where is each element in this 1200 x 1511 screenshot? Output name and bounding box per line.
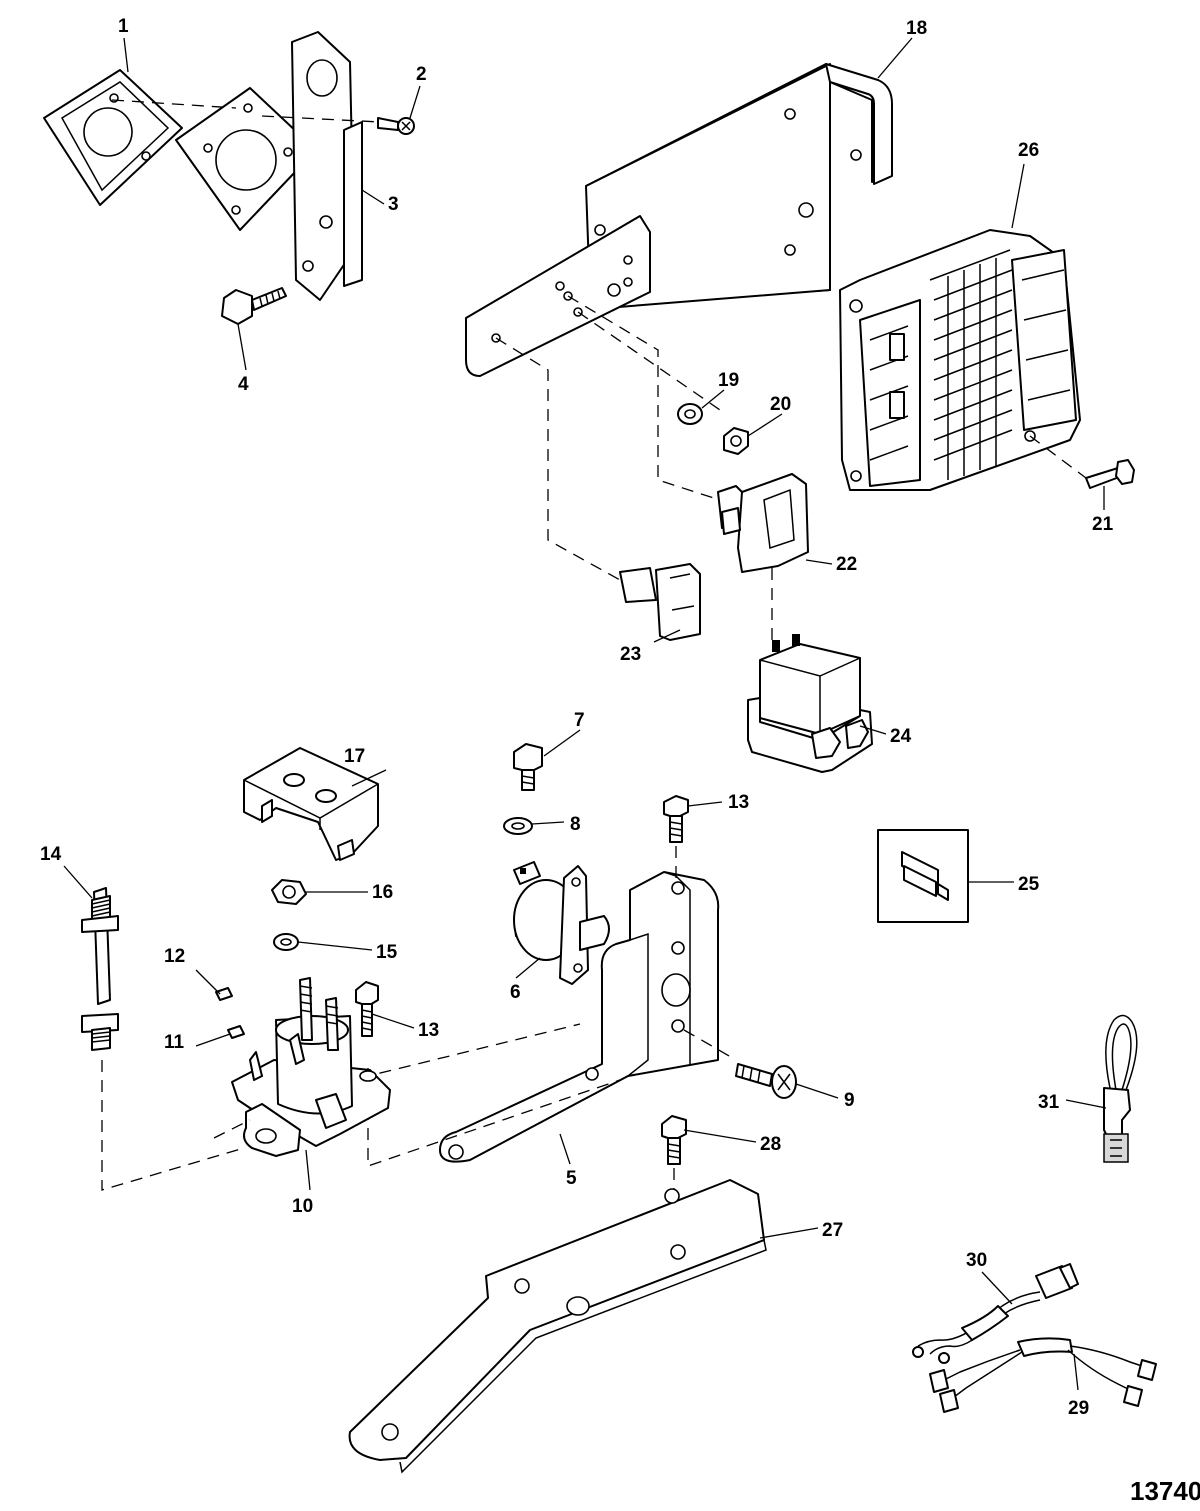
part-5-bracket (439, 871, 720, 1163)
callout-2: 2 (416, 64, 427, 85)
callout-1: 1 (118, 16, 129, 37)
assembly-line (213, 1119, 251, 1139)
part-8-lock-washer (503, 817, 533, 835)
figure-id: 13740 (1130, 1476, 1200, 1506)
callout-26: 26 (1018, 140, 1039, 161)
part-29-harness (929, 1337, 1157, 1413)
callout-13-upper: 13 (728, 792, 749, 813)
callout-25: 25 (1018, 874, 1040, 895)
callout-3: 3 (388, 194, 399, 215)
part-13-bolt-lower (355, 981, 379, 1037)
part-23-connector (619, 563, 701, 641)
callout-8: 8 (570, 814, 581, 835)
callout-6: 6 (510, 982, 521, 1003)
assembly-line (1029, 435, 1087, 479)
callout-23: 23 (620, 644, 641, 665)
assembly-line (683, 1029, 737, 1061)
callout-5: 5 (566, 1168, 577, 1189)
callout-19: 19 (718, 370, 739, 391)
part-14-stud (81, 887, 119, 1051)
part-6-switch (513, 861, 610, 985)
callout-11: 11 (164, 1032, 185, 1053)
part-7-screw (513, 743, 543, 791)
callout-labels: 1 2 3 4 5 6 7 8 9 10 11 12 13 13 14 15 1… (40, 16, 1114, 1419)
part-10-solenoid (231, 977, 391, 1157)
callout-31: 31 (1038, 1092, 1060, 1113)
callout-18: 18 (906, 18, 927, 39)
callout-30: 30 (966, 1250, 987, 1271)
part-31-jumper (1103, 1014, 1138, 1163)
part-19-washer (677, 403, 703, 425)
callout-16: 16 (372, 882, 393, 903)
mounting-plate (175, 87, 317, 231)
callout-7: 7 (574, 710, 585, 731)
part-3-bracket (291, 31, 363, 301)
leader-lines (63, 37, 1107, 1391)
callout-13-lower: 13 (418, 1020, 439, 1041)
assembly-line (495, 337, 621, 581)
callout-17: 17 (344, 746, 365, 767)
part-27-bracket (348, 1179, 767, 1474)
part-2-screw (377, 117, 415, 135)
part-9-screw (735, 1063, 797, 1099)
part-12-nut (215, 987, 233, 1001)
part-15-lock-washer (273, 933, 299, 951)
part-4-hex-bolt (221, 287, 287, 325)
part-25-fuse (877, 829, 969, 923)
part-1-gasket (43, 69, 183, 206)
assembly-line (577, 311, 721, 411)
assembly-line (111, 99, 237, 109)
part-30-harness (912, 1263, 1079, 1364)
part-22-relay-bracket (717, 473, 809, 573)
callout-9: 9 (844, 1090, 855, 1111)
part-26-control-module (839, 229, 1081, 491)
callout-21: 21 (1092, 514, 1114, 535)
callout-29: 29 (1068, 1398, 1089, 1419)
callout-12: 12 (164, 946, 185, 967)
callout-10: 10 (292, 1196, 313, 1217)
part-18-mounting-bracket (465, 63, 893, 377)
part-20-nut (723, 427, 749, 455)
callout-4: 4 (238, 374, 249, 395)
part-24-relay (747, 634, 873, 773)
callout-24: 24 (890, 726, 912, 747)
callout-22: 22 (836, 554, 857, 575)
part-11-nut (227, 1025, 245, 1039)
part-16-hex-nut (271, 879, 307, 905)
callout-28: 28 (760, 1134, 781, 1155)
part-17-terminal-cover (243, 747, 379, 861)
assembly-line (101, 1060, 245, 1191)
part-13-bolt-upper (663, 795, 689, 843)
callout-15: 15 (376, 942, 398, 963)
callout-14: 14 (40, 844, 62, 865)
part-28-bolt (661, 1115, 687, 1165)
callout-27: 27 (822, 1220, 843, 1241)
callout-20: 20 (770, 394, 791, 415)
assembly-line (359, 1023, 581, 1079)
part-21-bolt (1085, 459, 1135, 489)
assembly-line (567, 295, 721, 501)
